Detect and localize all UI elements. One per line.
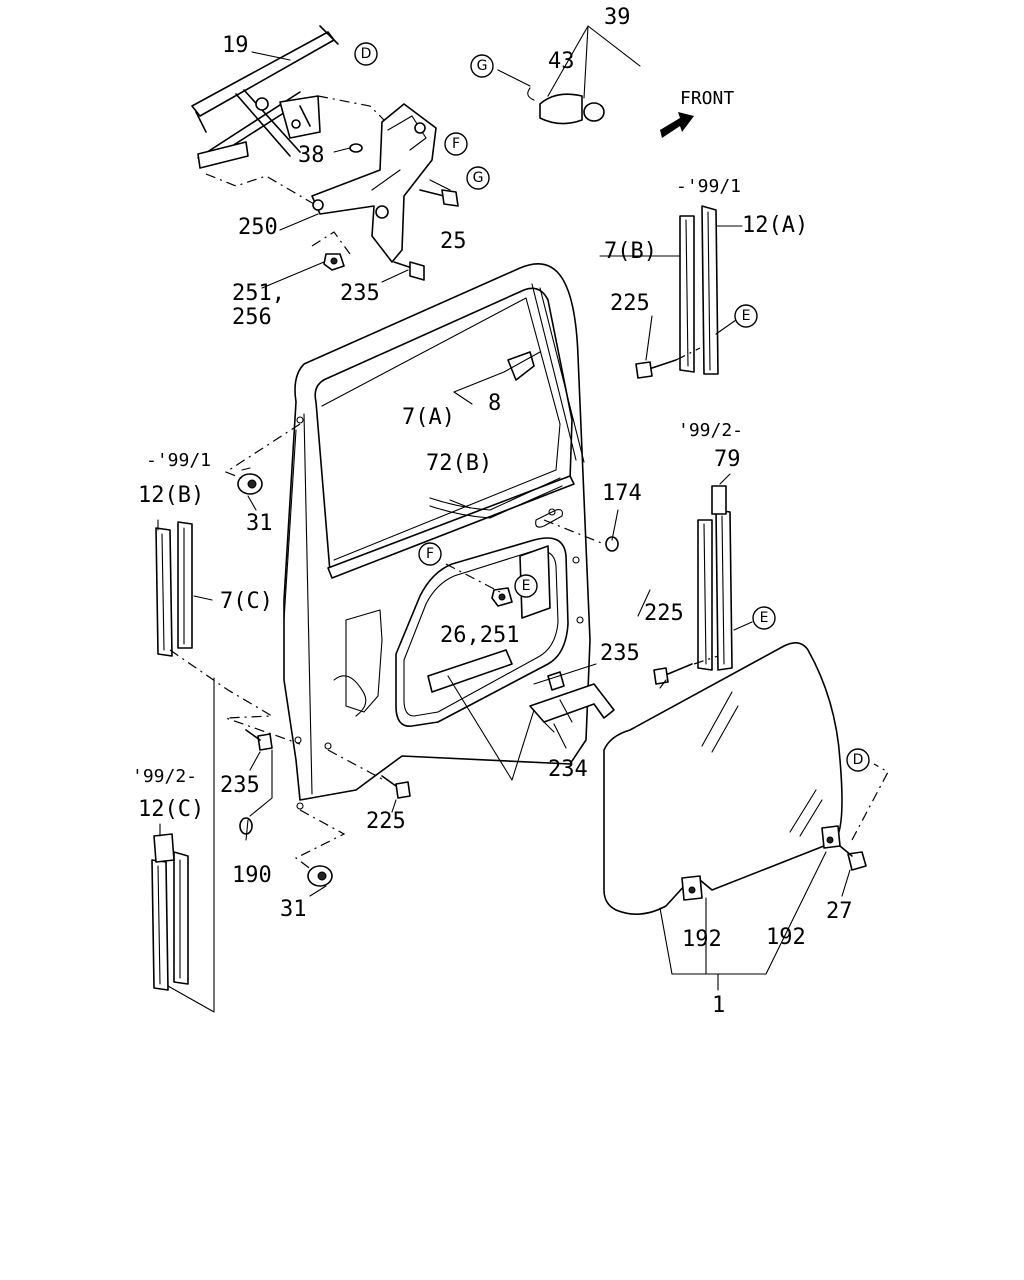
nut-26-251 [491,587,513,607]
label-225-tr: 225 [610,291,650,316]
bolt-225-low [381,775,411,799]
label-190: 190 [232,863,272,888]
label-7b: 7(B) [604,239,657,264]
label-192-a: 192 [682,927,722,952]
run-12b-7c [155,521,193,657]
svg-text:G: G [473,170,484,186]
label-31-lower: 31 [280,897,307,922]
ref-g-top: G [470,54,494,78]
date-left-upper: -'99/1 [146,450,211,471]
label-43: 43 [548,49,575,74]
front-label: FRONT [680,88,734,109]
label-1: 1 [712,993,725,1018]
svg-text:D: D [853,752,864,768]
front-arrow [660,112,694,138]
label-19: 19 [222,33,249,58]
svg-text:E: E [760,610,769,626]
label-79: 79 [714,447,741,472]
bolt-235-top [393,261,425,281]
label-235-low: 235 [220,773,260,798]
date-left-lower: '99/2- [132,766,197,787]
label-225-rm: 225 [644,601,684,626]
svg-text:E: E [742,308,751,324]
door-panel [283,262,591,810]
label-25: 25 [440,229,467,254]
label-7a: 7(A) [402,405,455,430]
date-right-middle: '99/2- [678,420,743,441]
label-250: 250 [238,215,278,240]
washer-38 [349,143,363,153]
label-7c: 7(C) [220,589,273,614]
label-12c: 12(C) [138,797,204,822]
ref-f-door: F [418,542,442,566]
label-12b: 12(B) [138,483,204,508]
ref-e-door: E [514,574,538,598]
window-regulator [191,25,339,169]
bumper-31-lower [307,865,333,887]
ref-d-glass: D [846,748,870,772]
label-251: 251, [232,281,285,306]
label-12a: 12(A) [742,213,808,238]
ref-g-bracket: G [466,166,490,190]
label-39: 39 [604,5,631,30]
run-7b-12a [635,205,719,379]
bolt-235-mid [547,671,565,691]
bolt-235-left [245,729,273,751]
svg-text:F: F [452,136,460,152]
label-225-low: 225 [366,809,406,834]
ref-d-top: D [354,42,378,66]
svg-text:G: G [477,58,488,74]
label-26-251: 26,251 [440,623,519,648]
label-256: 256 [232,305,272,330]
label-8: 8 [488,391,501,416]
label-234: 234 [548,757,588,782]
label-38: 38 [298,143,325,168]
ref-e-right: E [752,606,776,630]
bracket-234 [529,683,615,733]
run-79 [653,485,733,685]
ref-e-upper: E [734,304,758,328]
label-235-top: 235 [340,281,380,306]
label-174: 174 [602,481,642,506]
label-31-upper: 31 [246,511,273,536]
date-upper-right: -'99/1 [676,176,741,197]
ref-f-top: F [444,132,468,156]
plug-174 [605,536,619,552]
label-192-b: 192 [766,925,806,950]
bolt-25 [419,189,459,207]
label-72b: 72(B) [426,451,492,476]
svg-text:F: F [426,546,434,562]
nut-251 [323,253,345,271]
regulator-bracket [311,103,437,263]
clip-43-and-roller-39 [497,25,641,125]
door-glass [603,642,867,915]
bumper-31-upper [237,473,263,495]
plug-190 [239,817,253,835]
run-12c [151,833,189,991]
svg-text:D: D [361,46,372,62]
svg-text:E: E [522,578,531,594]
label-27: 27 [826,899,853,924]
label-235-mid: 235 [600,641,640,666]
